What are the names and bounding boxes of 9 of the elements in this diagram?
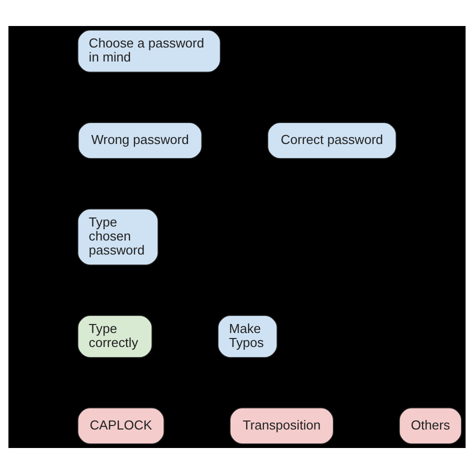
node-box: Make Typos xyxy=(217,314,278,358)
node-box: Transposition xyxy=(229,407,334,444)
node-box: CAPLOCK xyxy=(77,407,165,444)
node-box: Others xyxy=(398,407,462,444)
node-box: Wrong password xyxy=(78,122,202,160)
node-box: Type correctly xyxy=(77,314,153,358)
node-box: Type chosen password xyxy=(77,208,159,266)
node-box: Choose a password in mind xyxy=(77,30,221,73)
node-box: Correct password xyxy=(267,122,397,160)
